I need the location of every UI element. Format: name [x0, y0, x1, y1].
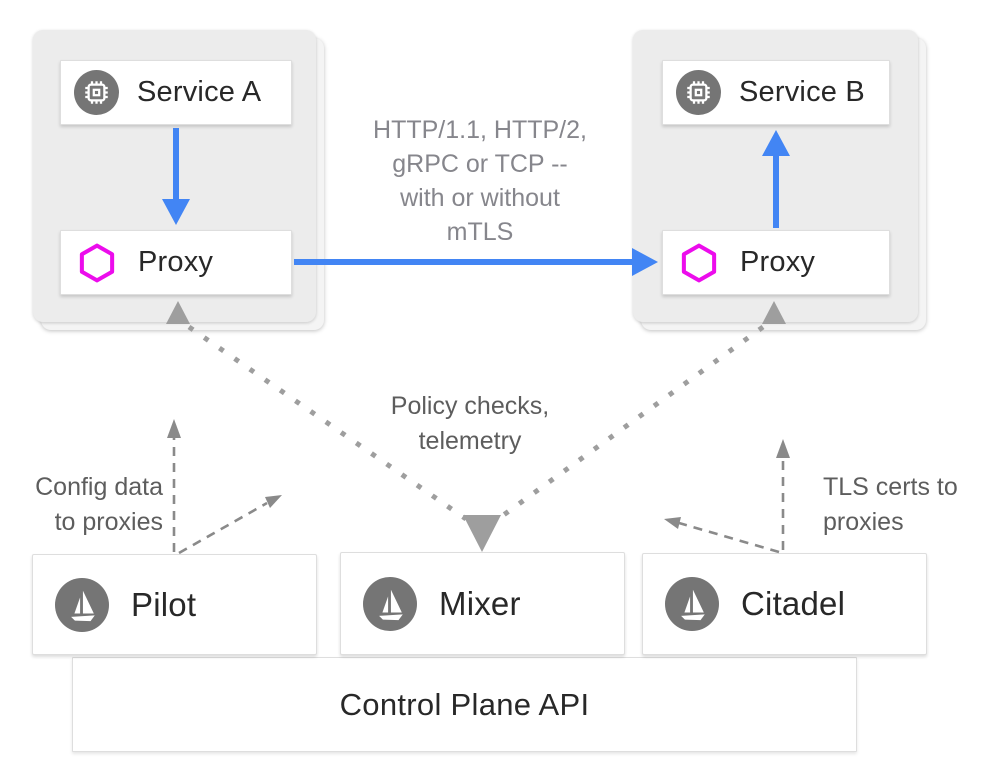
service-a-label: Service A	[137, 76, 262, 108]
mixer-label: Mixer	[439, 584, 521, 622]
proxy-b-node: Proxy	[662, 230, 890, 295]
tls-certs-label: TLS certs to proxies	[823, 473, 958, 536]
service-b-node: Service B	[662, 60, 890, 125]
dotted-mixer-arrowhead	[463, 515, 501, 552]
istio-sailboat-icon	[665, 577, 719, 631]
cpu-chip-icon	[676, 70, 721, 115]
service-a-node: Service A	[60, 60, 292, 125]
dashed-citadel-up	[776, 439, 790, 550]
citadel-label: Citadel	[741, 585, 846, 622]
proxy-hexagon-icon	[74, 240, 120, 286]
cpu-chip-icon	[74, 70, 119, 115]
pilot-box: Pilot	[32, 554, 317, 655]
proxy-hexagon-icon	[676, 240, 722, 286]
citadel-box: Citadel	[642, 553, 927, 655]
traffic-protocols-label: HTTP/1.1, HTTP/2, gRPC or TCP -- with or…	[373, 116, 587, 246]
service-b-label: Service B	[739, 76, 865, 108]
dashed-pilot-diagonal	[178, 495, 282, 555]
arrow-proxy-to-proxy	[294, 248, 658, 276]
dashed-pilot-up	[167, 419, 181, 552]
istio-sailboat-icon	[363, 576, 417, 631]
proxy-a-node: Proxy	[60, 230, 292, 295]
dashed-citadel-diagonal	[664, 517, 780, 554]
config-data-label: Config data to proxies	[35, 473, 163, 536]
control-plane-api-bar: Control Plane API	[72, 657, 857, 752]
proxy-a-label: Proxy	[138, 246, 214, 278]
proxy-b-label: Proxy	[740, 246, 816, 278]
control-plane-api-label: Control Plane API	[339, 686, 590, 722]
istio-sailboat-icon	[55, 577, 109, 632]
pilot-label: Pilot	[131, 585, 197, 623]
policy-telemetry-label: Policy checks, telemetry	[390, 392, 550, 455]
mixer-box: Mixer	[340, 552, 625, 655]
